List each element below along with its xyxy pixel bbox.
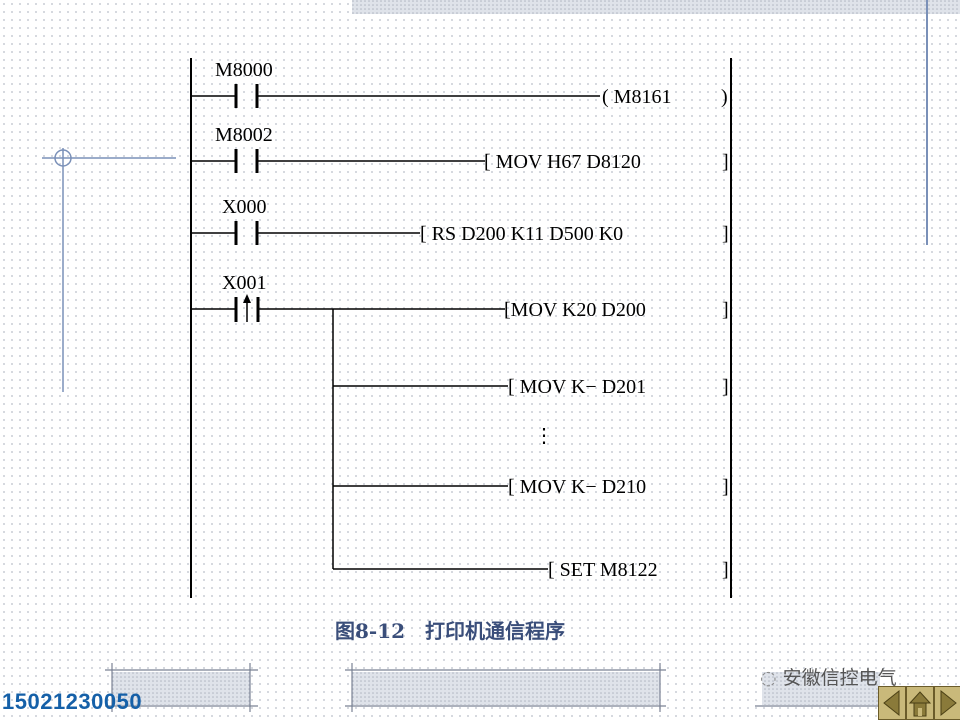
close-bracket: ] (722, 151, 729, 173)
home-button[interactable] (906, 686, 934, 720)
watermark-text: 安徽信控电气 (782, 667, 897, 689)
wechat-icon: ◌ (760, 667, 783, 689)
rung-4 (191, 294, 548, 570)
output-instruction: [ RS D200 K11 D500 K0 (420, 223, 623, 245)
output-instruction: [MOV K20 D200 (504, 299, 646, 321)
prev-icon (883, 689, 900, 717)
contact-label: M8002 (215, 124, 273, 146)
next-button[interactable] (934, 686, 960, 720)
contact-label: X000 (222, 196, 266, 218)
rung-3 (191, 221, 420, 245)
deco-circle (54, 149, 72, 167)
rung-2 (191, 149, 485, 173)
figure-caption: 图8-12 打印机通信程序 (335, 619, 566, 643)
home-icon (908, 691, 932, 717)
close-bracket: ) (721, 86, 728, 108)
prev-button[interactable] (878, 686, 906, 720)
output-instruction: [ MOV K− D210 (508, 476, 646, 498)
watermark: ◌ 安徽信控电气 (760, 663, 897, 690)
contact-label: X001 (222, 272, 266, 294)
output-instruction: ( M8161 (602, 86, 671, 108)
contact-label: M8000 (215, 59, 273, 81)
output-instruction: [ MOV H67 D8120 (484, 151, 641, 173)
close-bracket: ] (722, 559, 729, 581)
ellipsis: ⋮ (534, 425, 554, 447)
output-instruction: [ SET M8122 (548, 559, 658, 581)
phone-number: 15021230050 (2, 689, 143, 714)
rung-1 (191, 84, 600, 108)
bottom-bars (105, 663, 880, 712)
close-bracket: ] (722, 299, 729, 321)
next-icon (940, 689, 957, 717)
close-bracket: ] (722, 476, 729, 498)
close-bracket: ] (722, 376, 729, 398)
output-instruction: [ MOV K− D201 (508, 376, 646, 398)
close-bracket: ] (722, 223, 729, 245)
top-bar (352, 0, 960, 14)
